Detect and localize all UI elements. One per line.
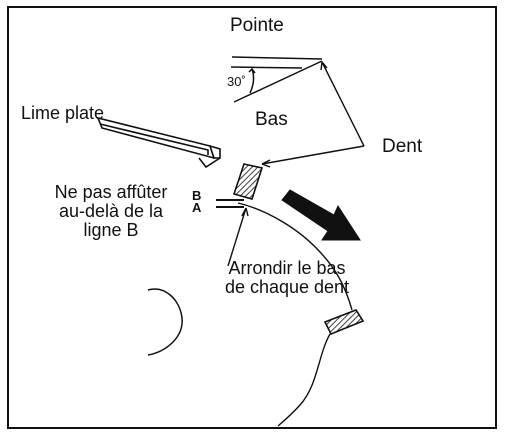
label-line-a: A	[192, 200, 202, 215]
pointer-line	[227, 207, 247, 267]
lower-tooth	[277, 309, 365, 427]
label-lime-plate: Lime plate	[21, 103, 105, 123]
arrondir-line-1: Arrondir le bas	[228, 258, 346, 278]
label-pointe: Pointe	[230, 15, 284, 36]
pointer-arrowhead-left	[261, 159, 271, 168]
diagram-frame	[7, 6, 497, 429]
flat-file	[96, 116, 221, 169]
round-bottom-pointer	[227, 207, 249, 267]
cutter-tooth	[232, 163, 264, 200]
direction-arrow	[281, 189, 361, 241]
pointer-to-cutter	[261, 145, 365, 165]
lower-tooth-shape	[323, 309, 365, 336]
angle-arrowhead	[248, 67, 256, 74]
sprocket-arc	[147, 288, 183, 356]
pointer-arrowhead-top	[320, 61, 328, 71]
tooth-top-line	[231, 56, 323, 60]
warning-line-1: Ne pas affûter	[54, 182, 168, 202]
dent-pointers	[261, 61, 365, 168]
label-dent: Dent	[382, 136, 423, 157]
label-line-b: B	[192, 188, 202, 203]
label-angle: 30˚	[227, 74, 246, 89]
label-bas: Bas	[255, 109, 288, 130]
arrondir-line-2: de chaque dent	[224, 276, 350, 297]
tooth-horizontal-line	[230, 66, 303, 69]
file-tip	[198, 157, 221, 169]
file-edge	[99, 123, 209, 155]
depth-guide-lines	[216, 199, 244, 208]
cutter-tooth-shape	[232, 163, 264, 200]
lower-chain-curve	[277, 333, 331, 427]
label-arrondir: Arrondir le bas de chaque dent	[198, 259, 376, 297]
chain-curve	[237, 202, 353, 311]
angle-arc	[249, 68, 255, 94]
label-warning: Ne pas affûter au-delà de la ligne B	[26, 183, 196, 240]
warning-line-2: au-delà de la	[58, 200, 164, 221]
tooth-angle-detail	[230, 56, 323, 103]
warning-line-3: ligne B	[83, 219, 139, 240]
tooth-slope-line	[233, 60, 323, 103]
pointer-arrowhead	[241, 207, 249, 217]
pointer-to-tooth-detail	[321, 61, 365, 147]
